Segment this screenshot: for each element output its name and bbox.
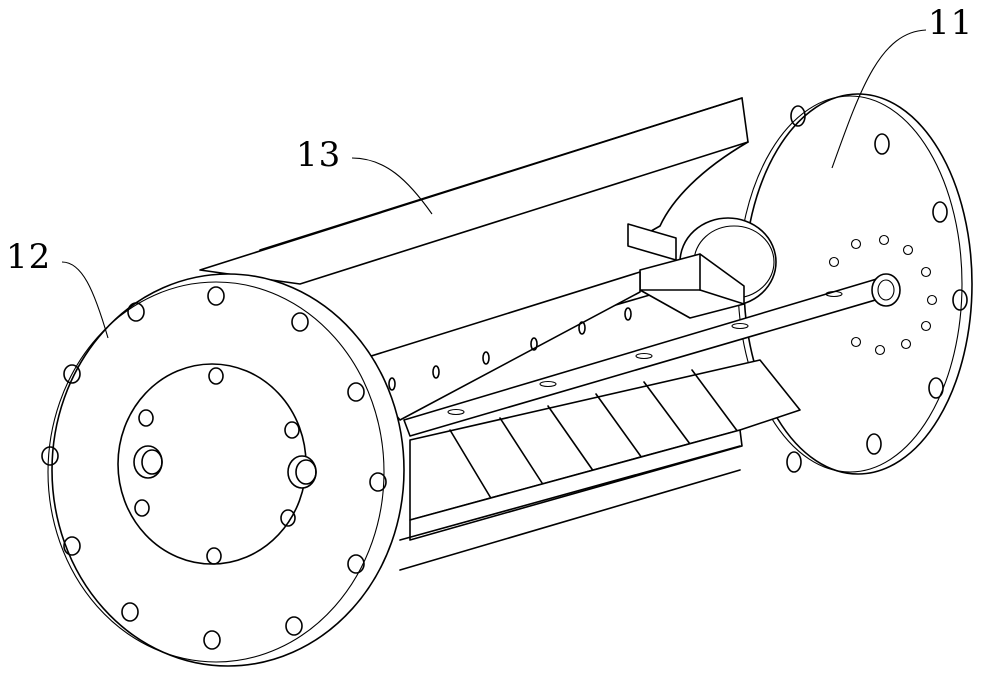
slatted-plate <box>400 360 800 570</box>
part-label-12: 12 <box>6 240 51 274</box>
left-flange-12 <box>42 274 404 666</box>
leader-line-12 <box>62 262 108 338</box>
part-label-11: 11 <box>928 6 973 40</box>
part-label-13: 13 <box>296 138 341 172</box>
